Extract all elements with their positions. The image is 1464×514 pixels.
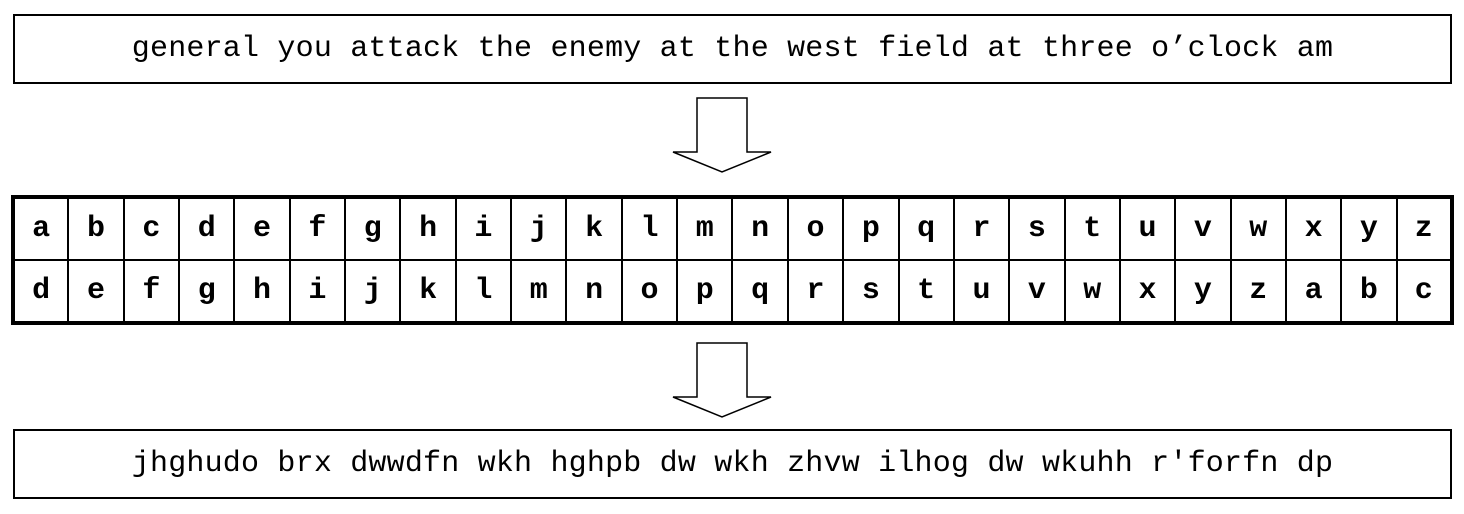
cipher-letter-cell: t [897, 259, 955, 324]
plain-letter-cell: h [399, 196, 457, 261]
plain-letter-cell: r [952, 196, 1011, 261]
ciphertext-box: jhghudo brx dwwdfn wkh hghpb dw wkh zhvw… [13, 429, 1452, 499]
plain-letter-cell: m [676, 196, 734, 261]
cipher-letter-cell: m [510, 259, 568, 324]
cipher-letter-cell: i [288, 259, 347, 324]
plain-letter-cell: d [178, 196, 236, 261]
cipher-letter-cell: w [1063, 259, 1121, 324]
cipher-letter-cell: b [1340, 259, 1398, 324]
plain-letter-cell: q [897, 196, 955, 261]
cipher-letter-cell: e [67, 259, 125, 324]
plain-letter-cell: l [620, 196, 679, 261]
plain-letter-cell: w [1229, 196, 1287, 261]
plain-letter-cell: k [565, 196, 623, 261]
plain-letter-cell: s [1008, 196, 1066, 261]
cipher-letter-cell: x [1118, 259, 1177, 324]
cipher-letter-cell: a [1284, 259, 1343, 324]
plain-letter-cell: z [1395, 196, 1454, 261]
plain-letter-cell: c [122, 196, 181, 261]
cipher-letter-cell: q [731, 259, 789, 324]
ciphertext-message: jhghudo brx dwwdfn wkh hghpb dw wkh zhvw… [131, 447, 1334, 481]
plain-letter-cell: g [344, 196, 402, 261]
plain-letter-cell: y [1340, 196, 1398, 261]
cipher-letter-cell: p [676, 259, 734, 324]
plain-letter-cell: j [510, 196, 568, 261]
cipher-letter-cell: n [565, 259, 623, 324]
plain-letter-cell: e [233, 196, 291, 261]
plain-letter-cell: b [67, 196, 125, 261]
plain-letter-cell: v [1174, 196, 1232, 261]
cipher-letter-cell: j [344, 259, 402, 324]
plain-letter-cell: p [842, 196, 900, 261]
cipher-letter-cell: d [11, 259, 70, 324]
cipher-letter-cell: g [178, 259, 236, 324]
cipher-letter-cell: v [1008, 259, 1066, 324]
plain-letter-cell: a [11, 196, 70, 261]
plain-letter-cell: n [731, 196, 789, 261]
cipher-letter-cell: f [122, 259, 181, 324]
cipher-letter-cell: u [952, 259, 1011, 324]
cipher-letter-cell: l [454, 259, 513, 324]
cipher-letter-cell: o [620, 259, 679, 324]
plain-letter-cell: o [786, 196, 845, 261]
plaintext-box: general you attack the enemy at the west… [13, 14, 1452, 84]
cipher-letter-cell: c [1395, 259, 1454, 324]
plain-letter-cell: t [1063, 196, 1121, 261]
plain-letter-cell: i [454, 196, 513, 261]
cipher-letter-cell: s [842, 259, 900, 324]
cipher-letter-cell: h [233, 259, 291, 324]
plaintext-message: general you attack the enemy at the west… [131, 32, 1334, 66]
down-arrow-icon [672, 97, 772, 173]
cipher-letter-cell: r [786, 259, 845, 324]
plain-letter-cell: x [1284, 196, 1343, 261]
plain-letter-cell: u [1118, 196, 1177, 261]
cipher-letter-cell: z [1229, 259, 1287, 324]
cipher-letter-cell: k [399, 259, 457, 324]
plain-letter-cell: f [288, 196, 347, 261]
down-arrow-icon [672, 342, 772, 418]
cipher-letter-cell: y [1174, 259, 1232, 324]
